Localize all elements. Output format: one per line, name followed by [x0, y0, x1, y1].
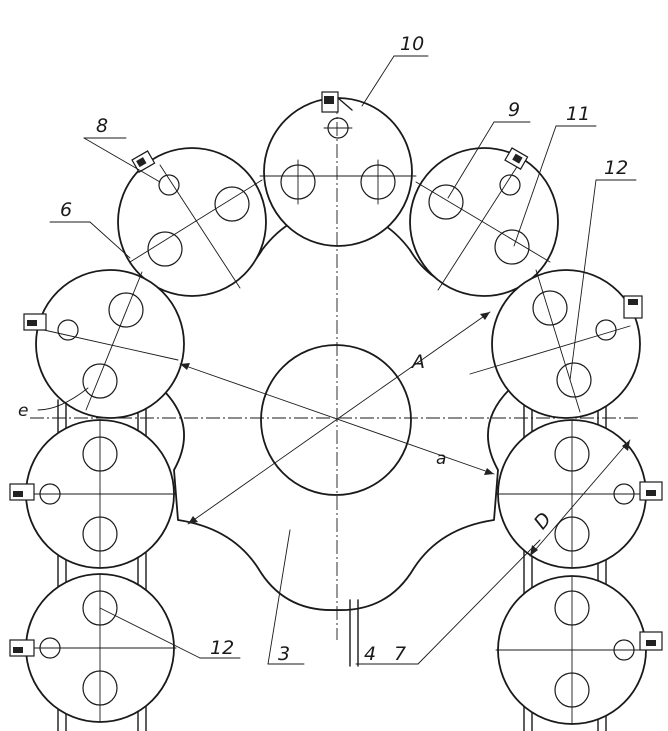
label-e: e [18, 401, 28, 421]
central-shaft [349, 599, 359, 667]
label-11: 11 [566, 103, 590, 125]
disk-lower-left [25, 419, 177, 569]
dimension-lines [37, 311, 631, 557]
disk-bottom-left [25, 573, 177, 723]
disk-top [259, 97, 417, 247]
disk-mid-right [469, 269, 641, 419]
label-3: 3 [278, 643, 290, 665]
disk-mid-left [35, 269, 185, 419]
disk-bottom-right [495, 575, 647, 725]
disk-upper-right [409, 147, 559, 297]
leader-lines [49, 55, 637, 665]
label-a: a [436, 449, 446, 469]
label-6: 6 [60, 199, 72, 221]
tool-bits [9, 91, 663, 657]
label-7: 7 [394, 643, 406, 665]
label-10: 10 [400, 33, 424, 55]
disk-upper-left [117, 147, 267, 297]
label-12-top: 12 [604, 157, 628, 179]
label-9: 9 [508, 99, 520, 121]
label-A: A [410, 351, 425, 373]
label-12-bottom: 12 [210, 637, 234, 659]
label-4: 4 [364, 643, 376, 665]
label-8: 8 [96, 115, 108, 137]
disk-lower-right [495, 419, 647, 569]
